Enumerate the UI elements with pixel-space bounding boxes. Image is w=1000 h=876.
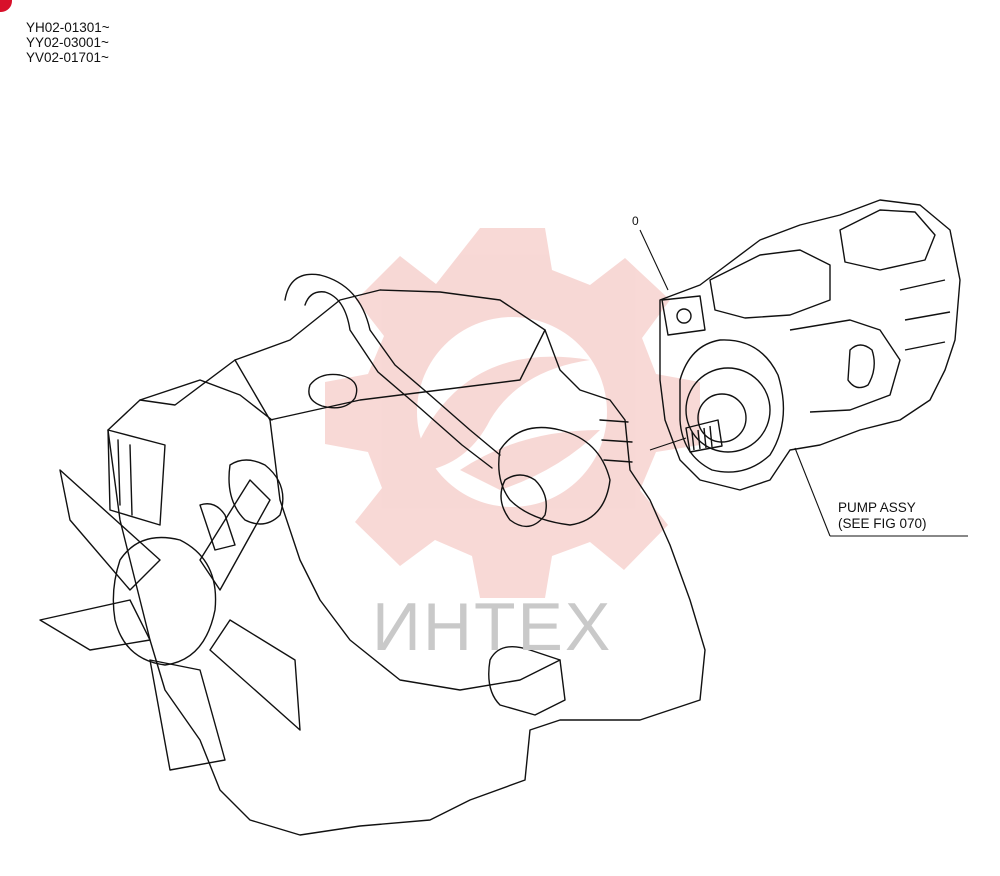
exhaust-pipe <box>304 291 493 469</box>
pump-flange <box>679 339 785 473</box>
fan-hub <box>112 536 217 666</box>
pump-assy-callout: PUMP ASSY (SEE FIG 070) <box>838 500 927 532</box>
intake-elbow <box>199 503 236 551</box>
pump-body-detail <box>899 279 951 351</box>
watermark-text: ИНТЕХ <box>372 589 613 665</box>
serial-range: YY02-03001~ <box>26 35 109 50</box>
engine-block-edge <box>269 419 561 691</box>
pump-body-detail <box>847 344 875 389</box>
callout-leader-line <box>794 447 831 537</box>
fan-blade <box>149 659 226 771</box>
oil-pan <box>488 646 566 716</box>
serial-range-list: YH02-01301~ YY02-03001~ YV02-01701~ <box>26 20 110 65</box>
pump-port-hole <box>676 308 692 324</box>
pump-shaft <box>685 419 723 453</box>
pump-body-detail <box>789 319 901 413</box>
fan-shroud-bracket <box>117 439 133 516</box>
fan-blade <box>209 619 301 731</box>
exhaust-pipe <box>284 273 501 456</box>
watermark-swoosh <box>420 356 590 470</box>
callout-line: (SEE FIG 070) <box>838 516 927 531</box>
head-cover <box>139 379 273 421</box>
pump-body-outline <box>659 199 961 491</box>
serial-range: YV02-01701~ <box>26 50 109 65</box>
pump-port <box>661 295 706 336</box>
pump-shaft-spline <box>691 425 713 451</box>
pump-flange-ring <box>685 367 771 453</box>
pump-regulator <box>839 209 936 271</box>
axis-connector-line <box>649 437 687 451</box>
serial-range: YH02-01301~ <box>26 20 110 35</box>
fan-blade <box>39 599 151 651</box>
watermark-gear-logo <box>325 228 700 598</box>
engine-block-outline <box>107 289 706 836</box>
fan-blade <box>199 479 271 591</box>
watermark-swoosh <box>460 430 600 490</box>
callout-line: PUMP ASSY <box>838 500 916 515</box>
turbo-housing <box>498 426 611 526</box>
fan-blade <box>59 469 161 591</box>
intake-fitting <box>228 459 284 525</box>
oil-filler-cap <box>308 373 358 409</box>
turbo-bolts <box>599 419 633 463</box>
fan-shroud-bracket <box>107 429 166 526</box>
engine-block-edge <box>234 329 546 421</box>
pump-regulator <box>709 249 831 319</box>
ref-number: 0 <box>632 214 639 228</box>
ref-leader-line <box>639 229 669 291</box>
turbo-outlet <box>500 474 547 528</box>
